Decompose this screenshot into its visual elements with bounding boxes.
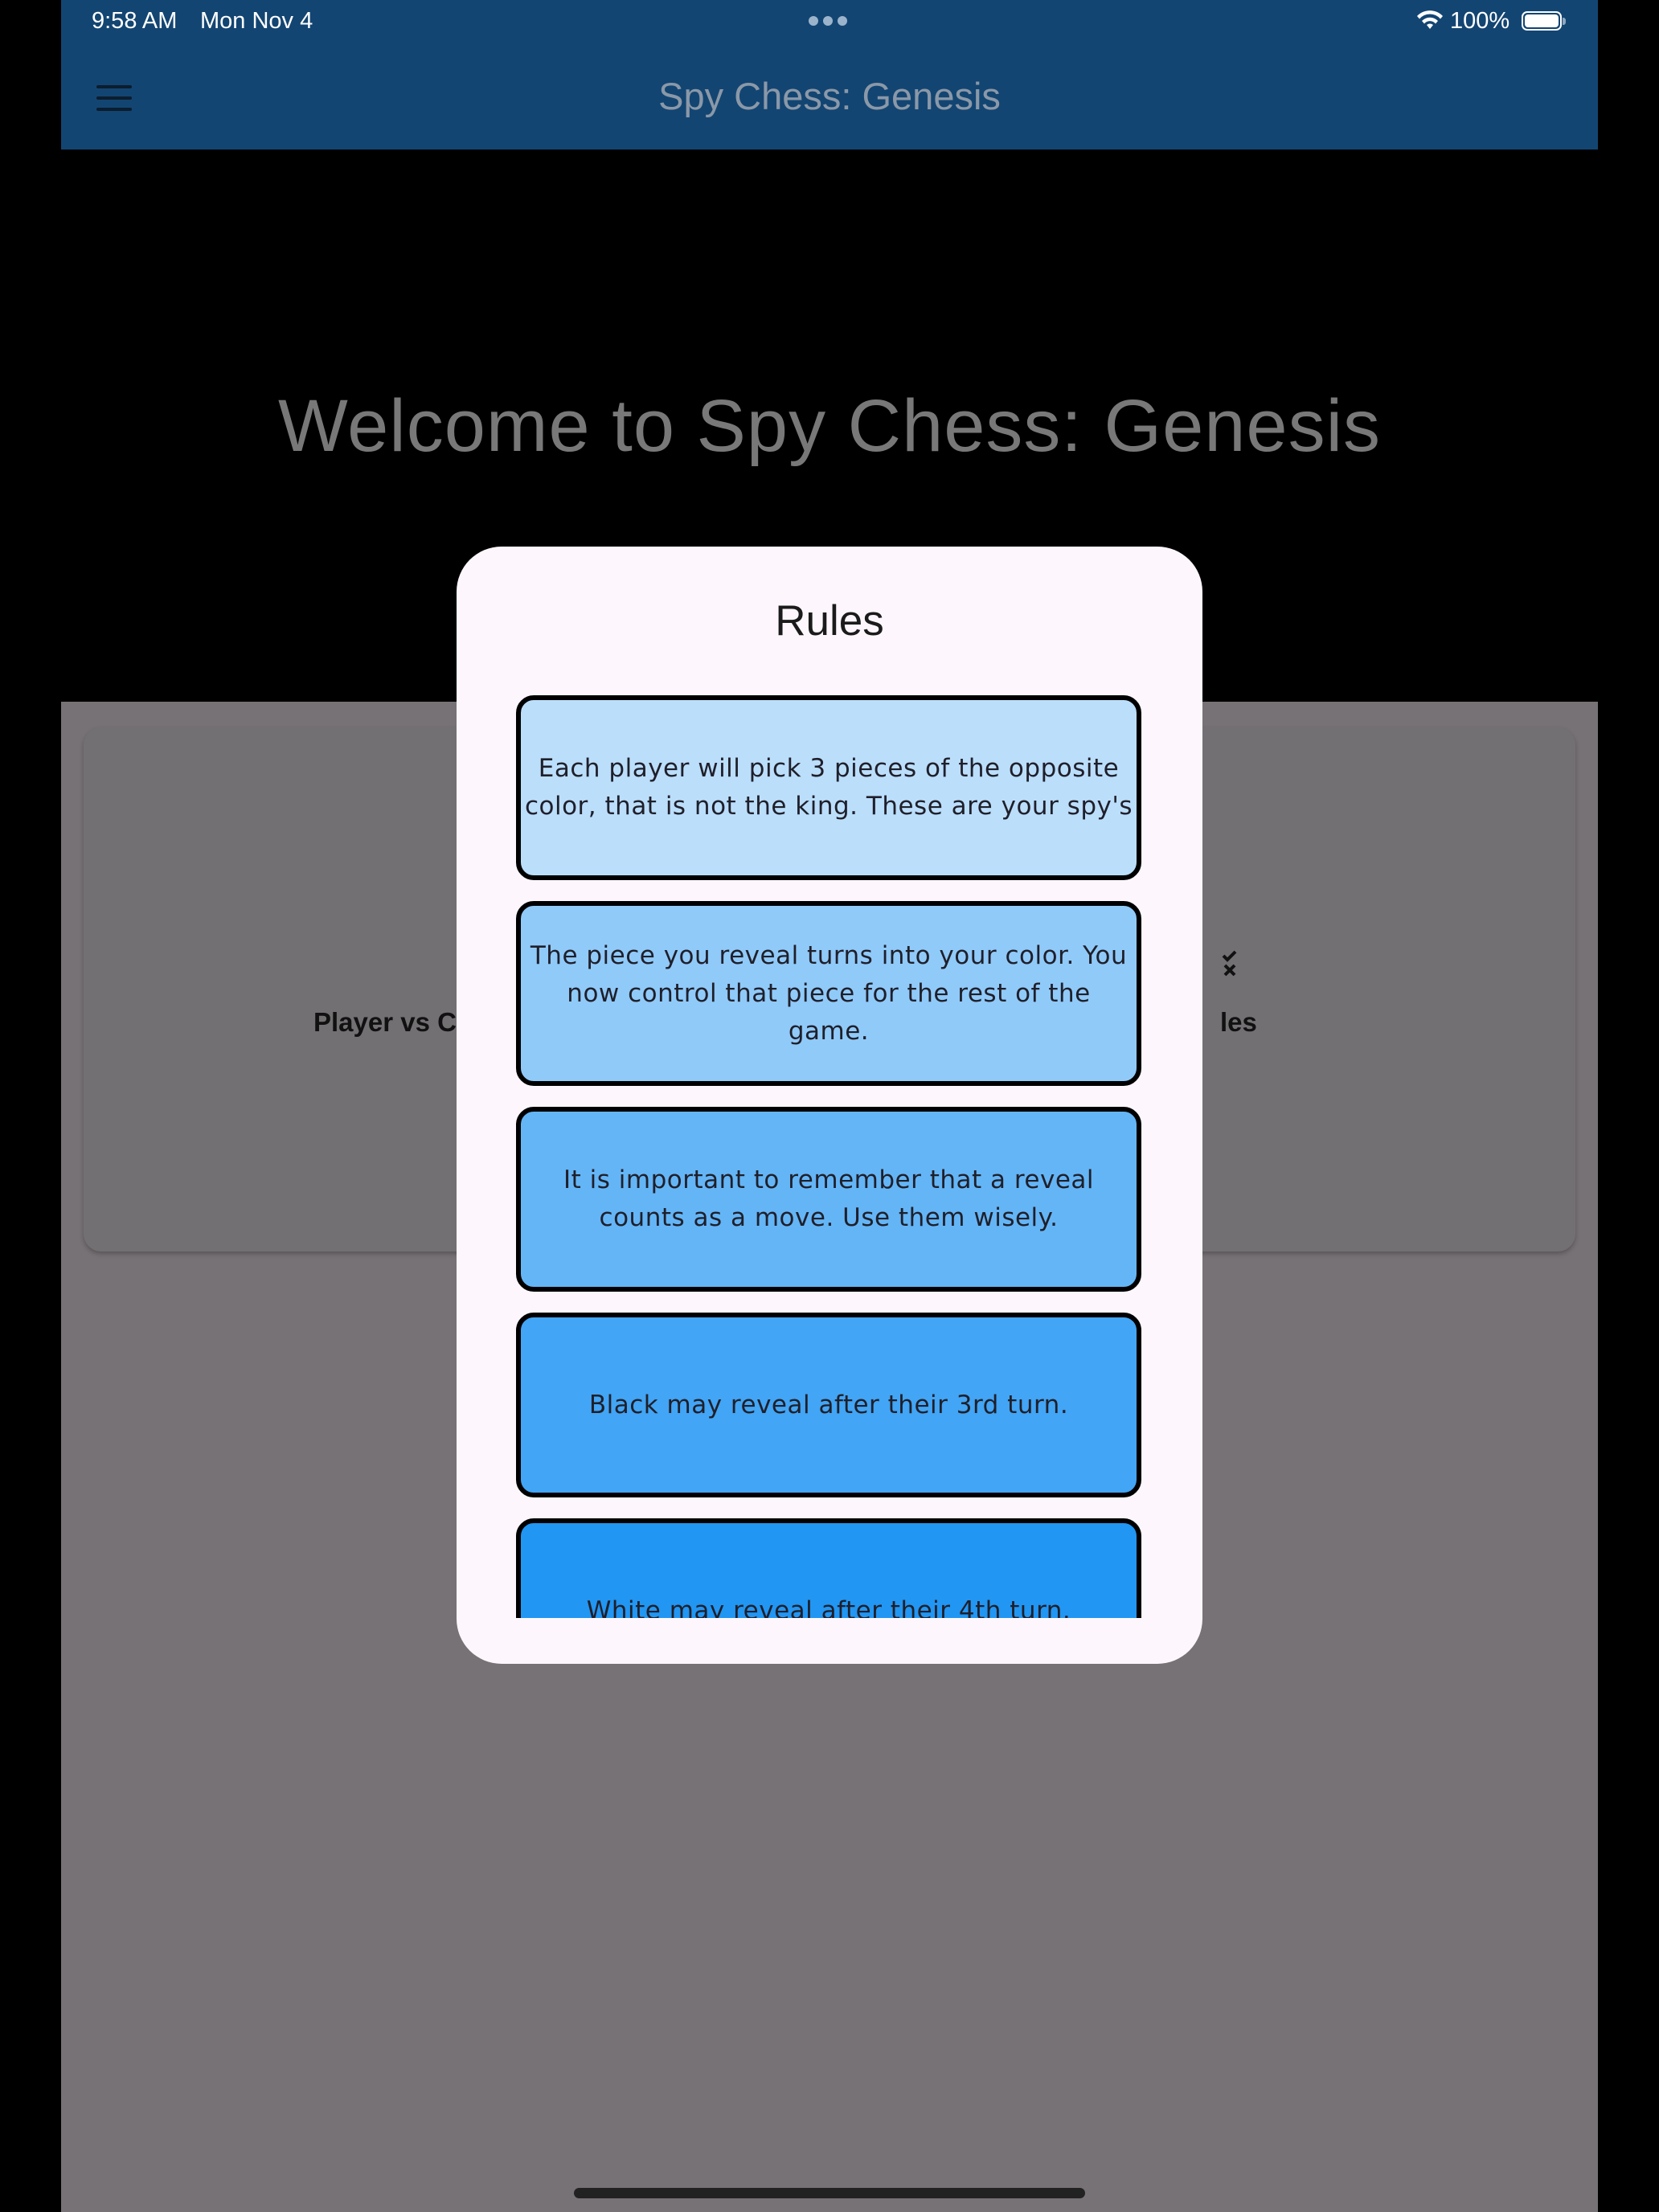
rule-text: Each player will pick 3 pieces of the op…	[524, 754, 1133, 821]
rules-dialog: Rules Each player will pick 3 pieces of …	[457, 547, 1202, 1664]
rule-card: White may reveal after their 4th turn.	[516, 1518, 1141, 1618]
rules-list[interactable]: Each player will pick 3 pieces of the op…	[457, 695, 1202, 1618]
status-date: Mon Nov 4	[200, 8, 313, 34]
status-time: 9:58 AM	[92, 8, 178, 34]
app-title: Spy Chess: Genesis	[658, 75, 1001, 117]
multitasking-dots-icon[interactable]	[809, 16, 847, 26]
dialog-title: Rules	[775, 597, 884, 645]
wifi-icon	[1417, 10, 1443, 29]
status-bar: 9:58 AM Mon Nov 4 100%	[61, 0, 1598, 45]
rule-card: It is important to remember that a revea…	[516, 1107, 1141, 1292]
rule-text: Black may reveal after their 3rd turn.	[588, 1390, 1069, 1419]
player-vs-computer-label[interactable]: Player vs Co	[313, 1007, 473, 1037]
rule-text: The piece you reveal turns into your col…	[530, 940, 1128, 1046]
welcome-heading: Welcome to Spy Chess: Genesis	[277, 385, 1382, 467]
rule-card: The piece you reveal turns into your col…	[516, 901, 1141, 1086]
rule-card: Each player will pick 3 pieces of the op…	[516, 695, 1141, 880]
home-indicator[interactable]	[574, 2188, 1085, 2198]
rule-card: Black may reveal after their 3rd turn.	[516, 1313, 1141, 1497]
rule-text: It is important to remember that a revea…	[563, 1165, 1095, 1232]
rules-label[interactable]: les	[1220, 1007, 1257, 1037]
battery-icon	[1522, 11, 1566, 31]
menu-icon[interactable]	[96, 85, 132, 111]
battery-percentage: 100%	[1450, 8, 1510, 34]
rule-text: White may reveal after their 4th turn.	[586, 1596, 1071, 1619]
rules-checklist-icon[interactable]	[1220, 946, 1252, 978]
app-bar: 9:58 AM Mon Nov 4 100% Spy Chess: Genesi…	[61, 0, 1598, 150]
